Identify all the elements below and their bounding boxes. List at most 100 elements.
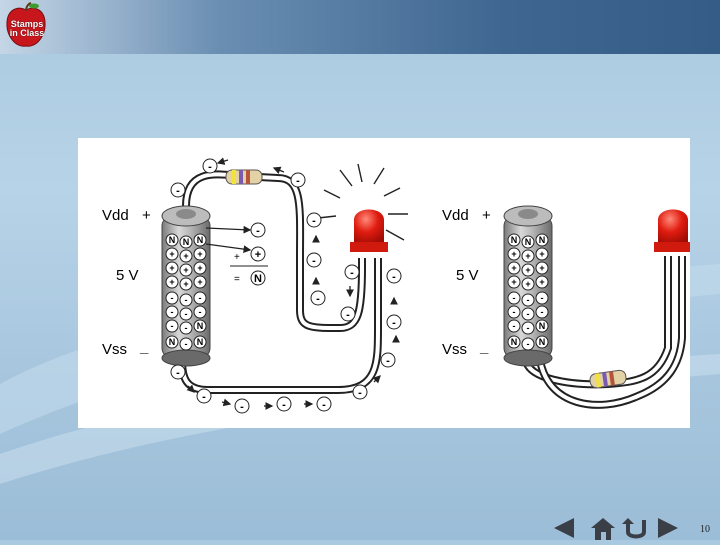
svg-text:+: + <box>197 249 202 259</box>
svg-text:-: - <box>358 387 362 399</box>
electron-marker: - <box>310 290 326 306</box>
svg-text:-: - <box>541 307 544 317</box>
svg-text:-: - <box>296 175 300 187</box>
electron-marker: - <box>276 396 292 412</box>
svg-text:-: - <box>527 323 530 333</box>
svg-text:-: - <box>199 293 202 303</box>
svg-text:-: - <box>322 399 326 411</box>
electron-marker: - <box>521 337 535 351</box>
svg-text:+: + <box>511 277 516 287</box>
svg-text:-: - <box>527 339 530 349</box>
svg-text:+: + <box>183 279 188 289</box>
battery-particles: N N N + + + + + + + + + - - - - - - - - <box>507 233 549 351</box>
svg-text:+: + <box>525 251 530 261</box>
logo-text-line2: in Class <box>9 28 45 38</box>
electron-marker: - <box>165 305 179 319</box>
proton-marker: + <box>193 261 207 275</box>
electron-marker: - <box>386 268 402 284</box>
electron-marker: - <box>306 252 322 268</box>
svg-text:N: N <box>169 337 176 347</box>
proton-marker: + <box>179 263 193 277</box>
electron-marker: - <box>521 307 535 321</box>
neutron-marker: N <box>507 335 521 349</box>
svg-text:-: - <box>171 321 174 331</box>
electron-marker: - <box>290 172 306 188</box>
svg-text:N: N <box>511 337 518 347</box>
electron-marker: - <box>202 158 218 174</box>
return-arrow-icon[interactable] <box>620 516 650 540</box>
svg-text:-: - <box>202 391 206 403</box>
legend-electron: - <box>250 222 266 238</box>
vss-sign: _ <box>479 339 489 356</box>
electron-marker: - <box>521 321 535 335</box>
svg-text:N: N <box>511 235 518 245</box>
electron-marker: - <box>535 305 549 319</box>
led-unlit-icon <box>654 209 690 252</box>
svg-text:-: - <box>513 321 516 331</box>
slide-navigation <box>548 516 688 540</box>
svg-text:-: - <box>316 293 320 305</box>
triangle-left-icon[interactable] <box>548 516 578 540</box>
svg-text:+: + <box>197 263 202 273</box>
svg-text:+: + <box>525 265 530 275</box>
electron-marker: - <box>344 264 360 280</box>
charge-legend: - + N <box>250 222 266 286</box>
electron-marker: - <box>316 396 332 412</box>
svg-text:+: + <box>511 249 516 259</box>
electron-marker: - <box>193 305 207 319</box>
proton-marker: + <box>521 263 535 277</box>
left-circuit: - - - - - - - - - - - - - - - - - <box>102 157 408 414</box>
legend-proton: + <box>250 246 266 262</box>
neutron-marker: N <box>535 319 549 333</box>
svg-text:+: + <box>169 277 174 287</box>
header-bar: Stamps in Class <box>0 0 720 54</box>
svg-text:-: - <box>312 255 316 267</box>
neutron-marker: N <box>193 319 207 333</box>
svg-text:-: - <box>527 309 530 319</box>
svg-text:-: - <box>171 293 174 303</box>
voltage-label: 5 V <box>456 267 479 284</box>
triangle-right-icon[interactable] <box>654 516 684 540</box>
electron-marker: - <box>179 321 193 335</box>
led-circuit-diagram-panel: - - - - - - - - - - - - - - - - - <box>78 138 690 428</box>
neutron-marker: N <box>535 233 549 247</box>
svg-text:-: - <box>346 309 350 321</box>
electron-marker: - <box>165 291 179 305</box>
svg-text:+: + <box>539 249 544 259</box>
svg-text:N: N <box>197 235 204 245</box>
svg-text:-: - <box>282 399 286 411</box>
neutron-marker: N <box>535 335 549 349</box>
svg-text:-: - <box>386 355 390 367</box>
proton-marker: + <box>179 277 193 291</box>
electron-marker: - <box>521 293 535 307</box>
proton-marker: + <box>165 261 179 275</box>
svg-text:+: + <box>525 279 530 289</box>
proton-marker: + <box>535 247 549 261</box>
svg-text:-: - <box>541 293 544 303</box>
electron-marker: - <box>165 319 179 333</box>
svg-text:-: - <box>185 323 188 333</box>
svg-text:-: - <box>256 225 260 237</box>
svg-text:N: N <box>197 321 204 331</box>
svg-text:N: N <box>539 321 546 331</box>
legend-equals-sign: = <box>234 274 240 285</box>
svg-text:-: - <box>208 161 212 173</box>
svg-text:-: - <box>350 267 354 279</box>
electron-marker: - <box>507 319 521 333</box>
neutron-marker: N <box>521 235 535 249</box>
proton-marker: + <box>165 275 179 289</box>
flow-arrows <box>186 157 400 410</box>
proton-marker: + <box>179 249 193 263</box>
electron-marker: - <box>179 337 193 351</box>
svg-text:-: - <box>185 339 188 349</box>
home-icon[interactable] <box>588 516 618 540</box>
svg-text:N: N <box>197 337 204 347</box>
vdd-label: Vdd <box>442 207 469 224</box>
svg-text:N: N <box>539 235 546 245</box>
electron-marker: - <box>386 314 402 330</box>
electron-marker: - <box>170 364 186 380</box>
svg-text:N: N <box>169 235 176 245</box>
svg-text:-: - <box>527 295 530 305</box>
svg-text:+: + <box>169 263 174 273</box>
battery-particles: N N N + + + + + + + + + - - - - - - - - <box>165 233 207 351</box>
